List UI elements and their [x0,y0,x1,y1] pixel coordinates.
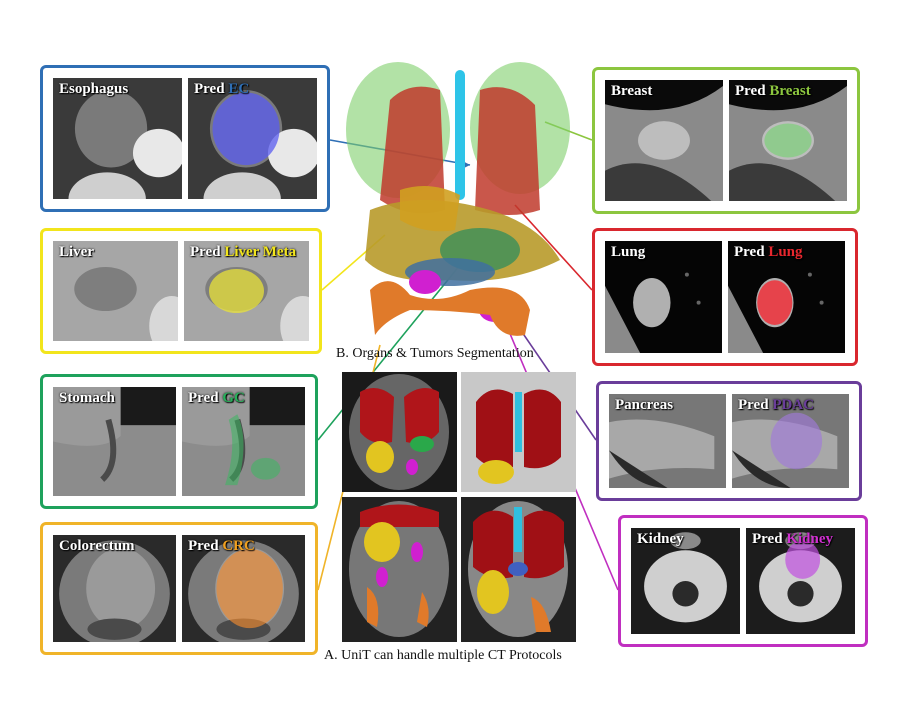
coronal-ct-1 [342,372,457,492]
organ-label: Liver [59,244,94,260]
organ-label: Breast [611,83,653,99]
ct-image-breast: Breast [605,80,723,201]
organ-label: Pancreas [615,397,674,413]
pred-label: Pred Breast [735,83,811,100]
organ-label: Esophagus [59,81,129,97]
tumor-label: Lung [768,244,803,260]
ct-image-colorectum: Colorectum [53,535,176,642]
caption-organs: B. Organs & Tumors Segmentation [336,346,534,361]
connector-lung [514,204,593,291]
pred-word: Pred [190,244,221,260]
tumor-label: Liver Meta [224,244,297,260]
pred-image-lung: Pred Lung [728,241,845,353]
pred-label: Pred Kidney [752,531,833,548]
ct-image-kidney: Kidney [631,528,740,634]
tumor-label: GC [222,390,245,406]
organ-label: Stomach [59,390,115,406]
pred-image-pancreas: Pred PDAC [732,394,849,488]
ct-image-stomach: Stomach [53,387,176,496]
ct-image-lung: Lung [605,241,722,353]
panel-breast: Breast Pred Breast [592,67,860,214]
organ-label: Kidney [637,531,684,547]
pred-label: Pred CRC [188,538,255,555]
panel-pancreas: Pancreas Pred PDAC [596,381,862,501]
panel-esophagus: Esophagus Pred EC [40,65,330,212]
tumor-label: Kidney [786,531,833,547]
connector-stomach [317,264,461,441]
pred-label: Pred Liver Meta [190,244,296,261]
panel-stomach: Stomach Pred GC [40,374,318,509]
coronal-ct-3 [342,497,457,642]
pred-image-kidney: Pred Kidney [746,528,855,634]
tumor-label: PDAC [772,397,814,413]
organ-3d-render [346,62,570,336]
pred-image-colorectum: Pred CRC [182,535,305,642]
pred-label: Pred Lung [734,244,803,261]
coronal-ct-4 [461,497,576,642]
panel-kidney: Kidney Pred Kidney [618,515,868,647]
panel-liver: Liver Pred Liver Meta [40,228,322,354]
pred-image-esophagus: Pred EC [188,78,317,199]
pred-word: Pred [188,538,219,554]
pred-image-breast: Pred Breast [729,80,847,201]
pred-label: Pred GC [188,390,245,407]
pred-word: Pred [738,397,769,413]
tumor-label: Breast [769,83,811,99]
pred-word: Pred [735,83,766,99]
pred-word: Pred [188,390,219,406]
tumor-label: EC [228,81,250,97]
pred-image-stomach: Pred GC [182,387,305,496]
coronal-ct-2 [461,372,576,492]
tumor-label: CRC [222,538,255,554]
ct-image-pancreas: Pancreas [609,394,726,488]
caption-protocols: A. UniT can handle multiple CT Protocols [324,648,562,663]
pred-word: Pred [734,244,765,260]
pred-word: Pred [194,81,225,97]
pred-word: Pred [752,531,783,547]
ct-image-esophagus: Esophagus [53,78,182,199]
pred-label: Pred PDAC [738,397,814,414]
panel-colorectum: Colorectum Pred CRC [40,522,318,655]
organ-label: Lung [611,244,646,260]
pred-image-liver: Pred Liver Meta [184,241,309,341]
pred-label: Pred EC [194,81,249,98]
ct-image-liver: Liver [53,241,178,341]
panel-lung: Lung Pred Lung [592,228,858,366]
organ-label: Colorectum [59,538,135,554]
